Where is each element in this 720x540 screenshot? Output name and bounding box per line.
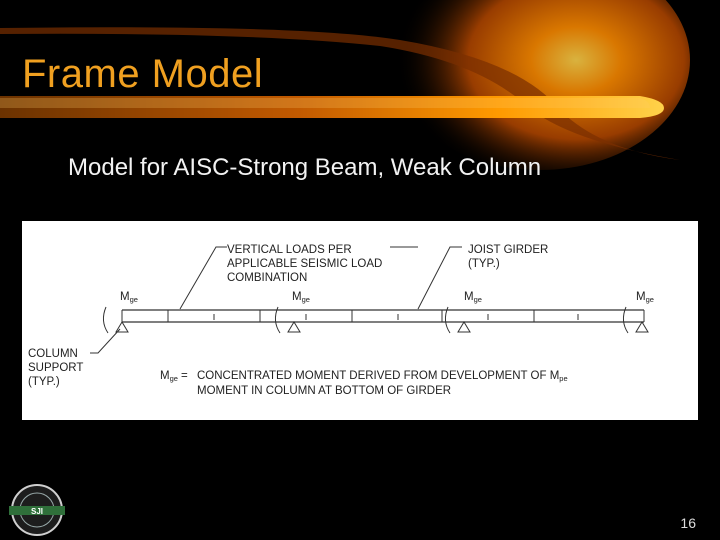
vertical-load-arrows <box>213 314 579 320</box>
moment-label-3: Mge <box>464 291 482 304</box>
slide-title: Frame Model <box>22 52 264 96</box>
column-support-1 <box>102 306 129 334</box>
column-support-2 <box>274 306 301 334</box>
moment-label-1: Mge <box>120 291 138 304</box>
steel-joist-institute-seal-icon: SJI <box>9 484 65 536</box>
title-swoosh-decoration <box>0 0 690 170</box>
page-number: 16 <box>680 515 696 531</box>
column-support-4 <box>622 306 649 334</box>
vertical-loads-callout: VERTICAL LOADS PER APPLICABLE SEISMIC LO… <box>179 244 418 310</box>
joist-girder-beam <box>121 309 645 323</box>
moment-label-4: Mge <box>636 291 654 304</box>
column-support-3 <box>444 306 471 334</box>
svg-text:Mge=: Mge= <box>160 370 188 383</box>
svg-text:(TYP.): (TYP.) <box>28 376 60 388</box>
svg-text:COLUMN: COLUMN <box>28 348 78 360</box>
svg-text:SUPPORT: SUPPORT <box>28 362 83 374</box>
slide-subtitle: Model for AISC-Strong Beam, Weak Column <box>68 154 542 181</box>
svg-text:(TYP.): (TYP.) <box>468 258 500 270</box>
svg-text:CONCENTRATED MOMENT DERIVED FR: CONCENTRATED MOMENT DERIVED FROM DEVELOP… <box>197 370 568 383</box>
svg-text:APPLICABLE SEISMIC LOAD: APPLICABLE SEISMIC LOAD <box>227 258 382 270</box>
moment-definition: Mge= CONCENTRATED MOMENT DERIVED FROM DE… <box>160 370 568 397</box>
svg-text:MOMENT IN COLUMN AT BOTTOM OF: MOMENT IN COLUMN AT BOTTOM OF GIRDER <box>197 385 451 397</box>
svg-text:COMBINATION: COMBINATION <box>227 272 307 284</box>
moment-label-2: Mge <box>292 291 310 304</box>
svg-text:SJI: SJI <box>31 507 43 516</box>
svg-text:JOIST GIRDER: JOIST GIRDER <box>468 244 548 256</box>
frame-model-diagram: Mge Mge Mge Mge VERTICAL LOADS PER APPLI… <box>22 221 698 420</box>
column-support-callout: COLUMN SUPPORT (TYP.) <box>28 328 121 388</box>
svg-text:VERTICAL LOADS PER: VERTICAL LOADS PER <box>227 244 352 256</box>
joist-girder-callout: JOIST GIRDER (TYP.) <box>417 244 548 310</box>
